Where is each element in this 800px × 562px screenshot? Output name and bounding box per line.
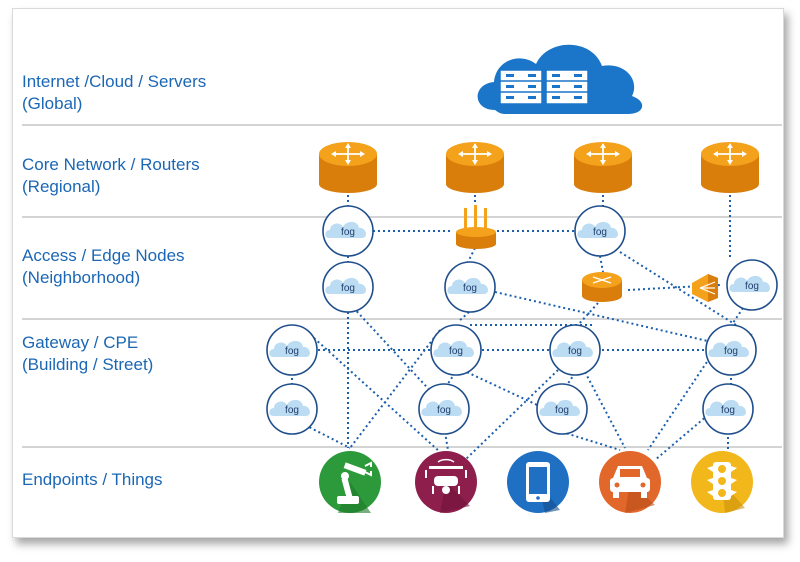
fog-node: fog: [266, 383, 318, 435]
layer-divider: [22, 124, 782, 126]
smartphone-icon: [507, 451, 569, 513]
car-icon: [599, 451, 661, 513]
layer-title: Endpoints / Things: [22, 470, 163, 489]
fog-label: fog: [285, 405, 299, 416]
fog-node: fog: [322, 261, 374, 313]
fog-node: fog: [549, 324, 601, 376]
traffic-light-icon: [691, 451, 753, 513]
fog-label: fog: [341, 227, 355, 238]
fog-node: fog: [574, 205, 626, 257]
layer-label-core: Core Network / Routers (Regional): [22, 154, 200, 198]
fog-node: fog: [430, 324, 482, 376]
fog-node: fog: [536, 383, 588, 435]
fog-node: fog: [266, 324, 318, 376]
wireless-router-icon: [456, 205, 496, 249]
layer-title: Gateway / CPE: [22, 333, 139, 352]
layer-label-endpoints: Endpoints / Things: [22, 469, 163, 491]
core-router-icon: [573, 141, 633, 194]
fog-node: fog: [705, 324, 757, 376]
core-router-icon: [318, 141, 378, 194]
layer-scope: (Regional): [22, 177, 101, 196]
fog-node: fog: [726, 259, 778, 311]
layer-title: Internet /Cloud / Servers: [22, 72, 207, 91]
fog-node: fog: [702, 383, 754, 435]
core-router-icon: [445, 141, 505, 194]
diagram-card: [12, 8, 784, 538]
robot-arm-icon: [319, 451, 381, 513]
layer-scope: (Neighborhood): [22, 268, 141, 287]
edge-router-icon: [581, 271, 623, 303]
fog-node: fog: [418, 383, 470, 435]
fog-label: fog: [721, 405, 735, 416]
layer-title: Core Network / Routers: [22, 155, 200, 174]
layer-label-access: Access / Edge Nodes (Neighborhood): [22, 245, 185, 289]
layer-title: Access / Edge Nodes: [22, 246, 185, 265]
fog-node: fog: [444, 261, 496, 313]
fog-label: fog: [724, 346, 738, 357]
fog-label: fog: [341, 283, 355, 294]
antenna-icon: [692, 274, 718, 302]
drone-icon: [415, 451, 477, 513]
fog-label: fog: [745, 281, 759, 292]
layer-label-cloud: Internet /Cloud / Servers (Global): [22, 71, 206, 115]
layer-divider: [22, 216, 782, 218]
fog-label: fog: [285, 346, 299, 357]
layer-divider: [22, 446, 782, 448]
internet-cloud-icon: [477, 44, 643, 114]
fog-label: fog: [437, 405, 451, 416]
fog-label: fog: [463, 283, 477, 294]
core-router-icon: [700, 141, 760, 194]
layer-scope: (Building / Street): [22, 355, 154, 374]
fog-node: fog: [322, 205, 374, 257]
fog-label: fog: [449, 346, 463, 357]
layer-divider: [22, 318, 782, 320]
layer-scope: (Global): [22, 94, 83, 113]
fog-label: fog: [593, 227, 607, 238]
layer-label-gateway: Gateway / CPE (Building / Street): [22, 332, 153, 376]
fog-label: fog: [555, 405, 569, 416]
fog-label: fog: [568, 346, 582, 357]
